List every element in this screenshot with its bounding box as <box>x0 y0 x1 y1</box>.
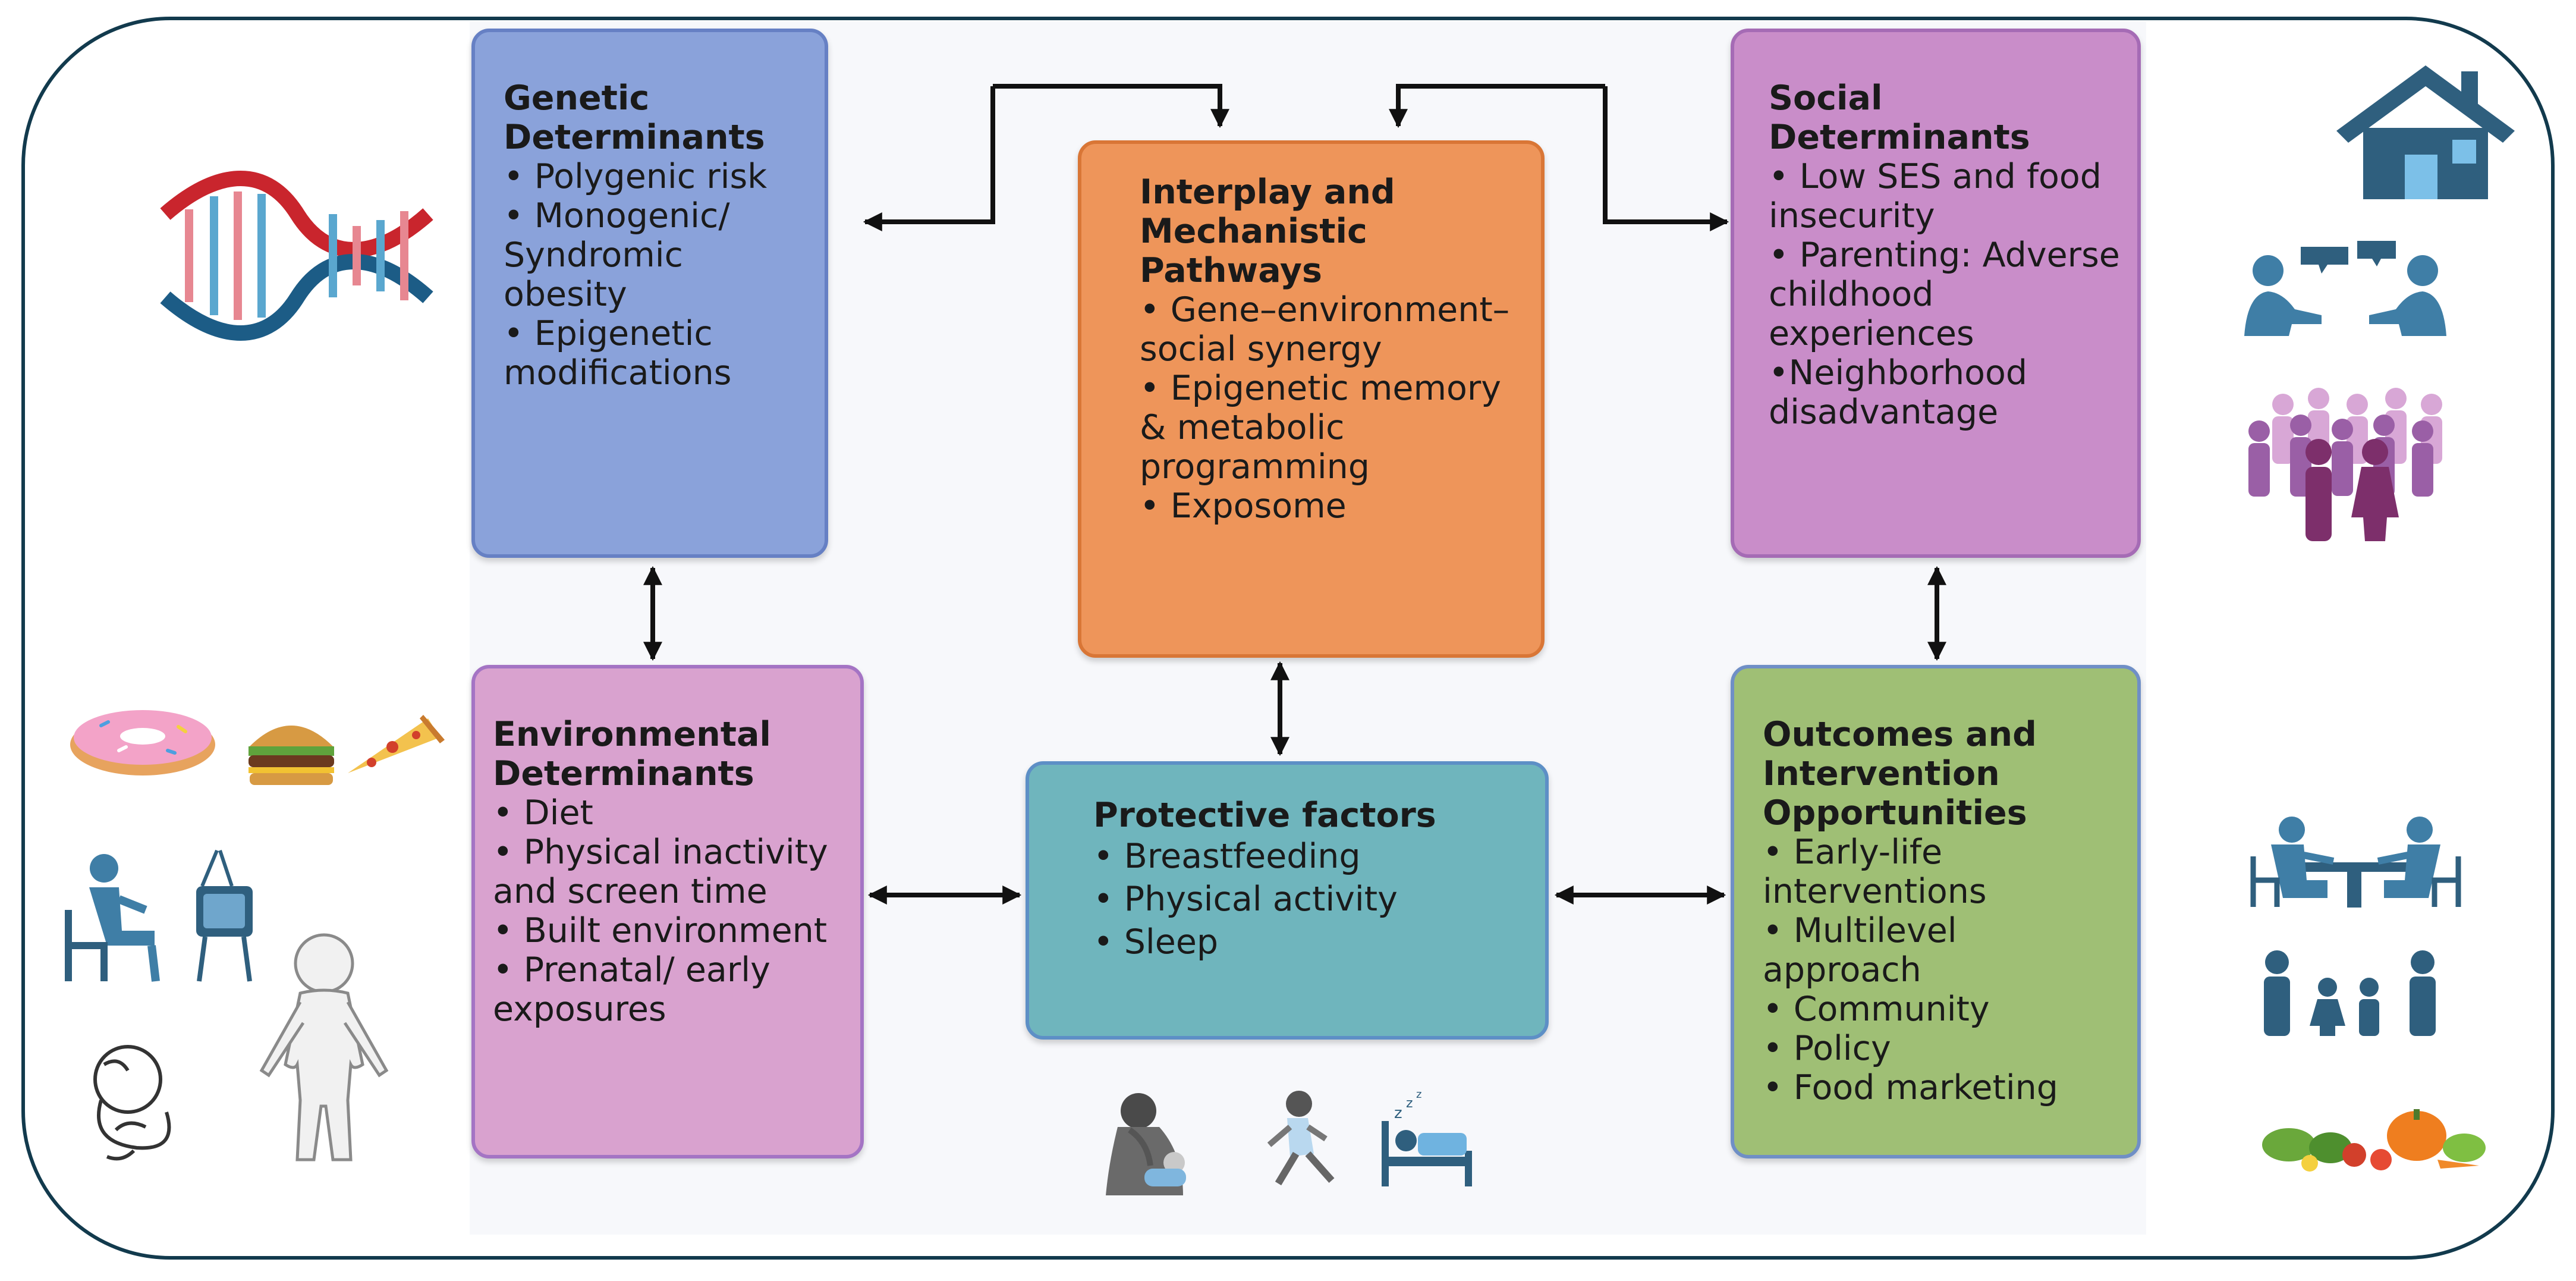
child-body-icon <box>259 933 389 1161</box>
bullet-item: • Low SES and food insecurity <box>1769 157 2102 236</box>
bullet-item: • Breastfeeding <box>1093 837 1361 876</box>
bullet-item: • Physical activity <box>1093 880 1398 919</box>
family-meeting-icon <box>2250 817 2461 908</box>
bullet-item: • Physical inactivity and screen time <box>493 833 828 911</box>
conversation-icon <box>2244 241 2446 336</box>
bullet-item: • Community <box>1763 990 1990 1029</box>
social-determinants-box: Social Determinants • Low SES and food i… <box>1731 29 2141 558</box>
sleeping-bed-icon: z z z <box>1382 1088 1472 1186</box>
bullet-item: • Parenting: Adverse childhood experienc… <box>1769 236 2120 353</box>
pizza-icon <box>348 715 445 773</box>
arrow-interplay-top-left <box>993 84 1229 128</box>
bullet-item: • Food marketing <box>1763 1068 2058 1107</box>
fetus-icon <box>93 1045 171 1161</box>
bullet-item: • Exposome <box>1140 486 1347 526</box>
environmental-determinants-box: Environmental Determinants • Diet • Phys… <box>471 665 864 1158</box>
bullet-item: • Gene–environment–social synergy <box>1140 290 1510 369</box>
bullet-item: • Sleep <box>1093 922 1219 962</box>
bullet-item: • Epigenetic modifications <box>504 314 732 393</box>
crowd-icon <box>2248 388 2442 541</box>
bullet-item: • Epigenetic memory & metabolic programm… <box>1140 369 1502 486</box>
dna-icon <box>160 171 433 341</box>
svg-text:z: z <box>1406 1096 1413 1111</box>
vegetables-icon <box>2262 1109 2486 1172</box>
bullet-item: • Diet <box>493 793 593 833</box>
box-title: Interplay and Mechanistic Pathways <box>1140 172 1395 290</box>
family-icon <box>2264 950 2436 1036</box>
svg-text:z: z <box>1394 1104 1402 1122</box>
burger-icon <box>249 726 334 785</box>
box-title: Protective factors <box>1093 796 1436 835</box>
bullet-item: •Neighborhood disadvantage <box>1769 353 2028 432</box>
donut-icon <box>70 710 215 775</box>
box-title: Environmental Determinants <box>493 715 771 793</box>
arrow-interplay-to-social <box>1603 86 1729 231</box>
genetic-determinants-box: Genetic Determinants • Polygenic risk • … <box>471 29 828 558</box>
bullet-item: • Multilevel approach <box>1763 911 1957 990</box>
bullet-item: • Prenatal/ early exposures <box>493 950 770 1029</box>
house-icon <box>2336 65 2515 199</box>
box-title: Social Determinants <box>1769 79 2030 157</box>
bullet-item: • Built environment <box>493 911 828 950</box>
bullet-item: • Polygenic risk <box>504 157 768 196</box>
running-child-icon <box>1267 1091 1335 1186</box>
protective-factors-box: Protective factors • Breastfeeding • Phy… <box>1026 761 1549 1040</box>
person-watching-tv-icon <box>65 849 253 982</box>
bullet-item: • Policy <box>1763 1029 1891 1068</box>
arrow-interplay-top-right <box>1389 84 1605 128</box>
interplay-mechanistic-pathways-box: Interplay and Mechanistic Pathways • Gen… <box>1078 140 1545 658</box>
box-title: Genetic Determinants <box>504 79 765 157</box>
outcomes-intervention-box: Outcomes and Intervention Opportunities … <box>1731 665 2141 1158</box>
breastfeeding-mother-icon <box>1106 1093 1186 1195</box>
svg-text:z: z <box>1416 1088 1421 1101</box>
box-title: Outcomes and Intervention Opportunities <box>1763 715 2037 833</box>
bullet-item: • Early-life interventions <box>1763 833 1987 911</box>
bullet-item: • Monogenic/ Syndromic obesity <box>504 196 730 314</box>
arrow-interplay-to-genetic <box>863 86 995 231</box>
